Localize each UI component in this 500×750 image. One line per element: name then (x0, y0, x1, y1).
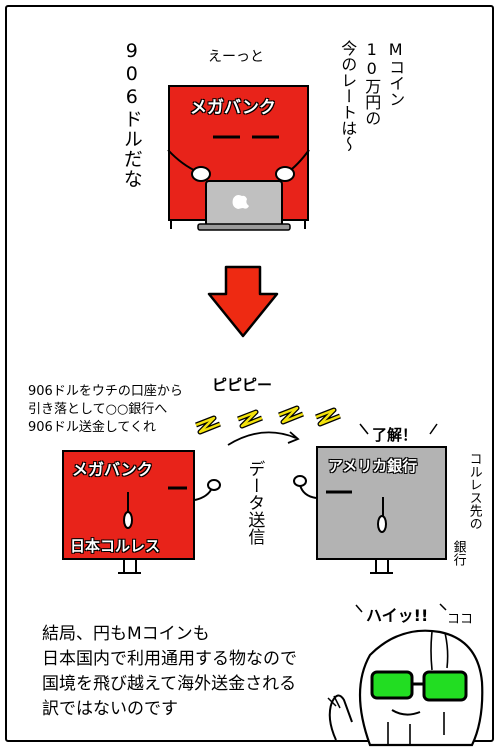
america-bank-character (316, 446, 447, 560)
comic-panel-border (5, 5, 494, 742)
thought-906-dollars: 906ドルだな (120, 40, 143, 189)
megabank-label-top: メガバンク (190, 98, 277, 119)
caption-line-2: 日本国内で利用通用する物なので (42, 649, 297, 669)
rate-line-1: Mコイン (386, 40, 406, 107)
america-bank-label: アメリカ銀行 (327, 457, 418, 476)
data-transmission-label: データ送信 (244, 460, 265, 545)
signal-zigzags (195, 405, 438, 446)
caption-line-4: 訳ではないのです (42, 699, 178, 719)
banks-faces-limbs (118, 475, 393, 574)
instruction-line-1: 906ドルをウチの口座から (28, 384, 183, 399)
megabank-top-face (167, 135, 310, 231)
megabank-label-left: メガバンク (72, 460, 154, 480)
reply-ryokai: 了解！ (372, 426, 418, 444)
down-arrow (207, 265, 279, 338)
caption-line-1: 結局、円もMコインも (42, 624, 210, 644)
exclaim-hai: ハイッ!! (366, 606, 429, 625)
sound-effect-pipipi: ピピピー (212, 376, 273, 394)
nihon-correspondent-label: 日本コルレス (69, 537, 161, 556)
caption-line-3: 国境を飛び越えて海外送金される (42, 674, 297, 694)
rate-line-2: 10万円の (362, 40, 382, 126)
rate-line-3: 今のレートは〜 (338, 40, 358, 152)
speech-etto: えーっと (208, 49, 264, 65)
correspondent-bank-note-2: 銀行 (450, 540, 466, 566)
instruction-line-2: 引き落として○○銀行へ (28, 402, 168, 417)
correspondent-bank-note-1: コルレス先の (466, 452, 482, 530)
instruction-line-3: 906ドル送金してくれ (28, 420, 157, 435)
exclaim-koko: ココ (447, 612, 474, 627)
